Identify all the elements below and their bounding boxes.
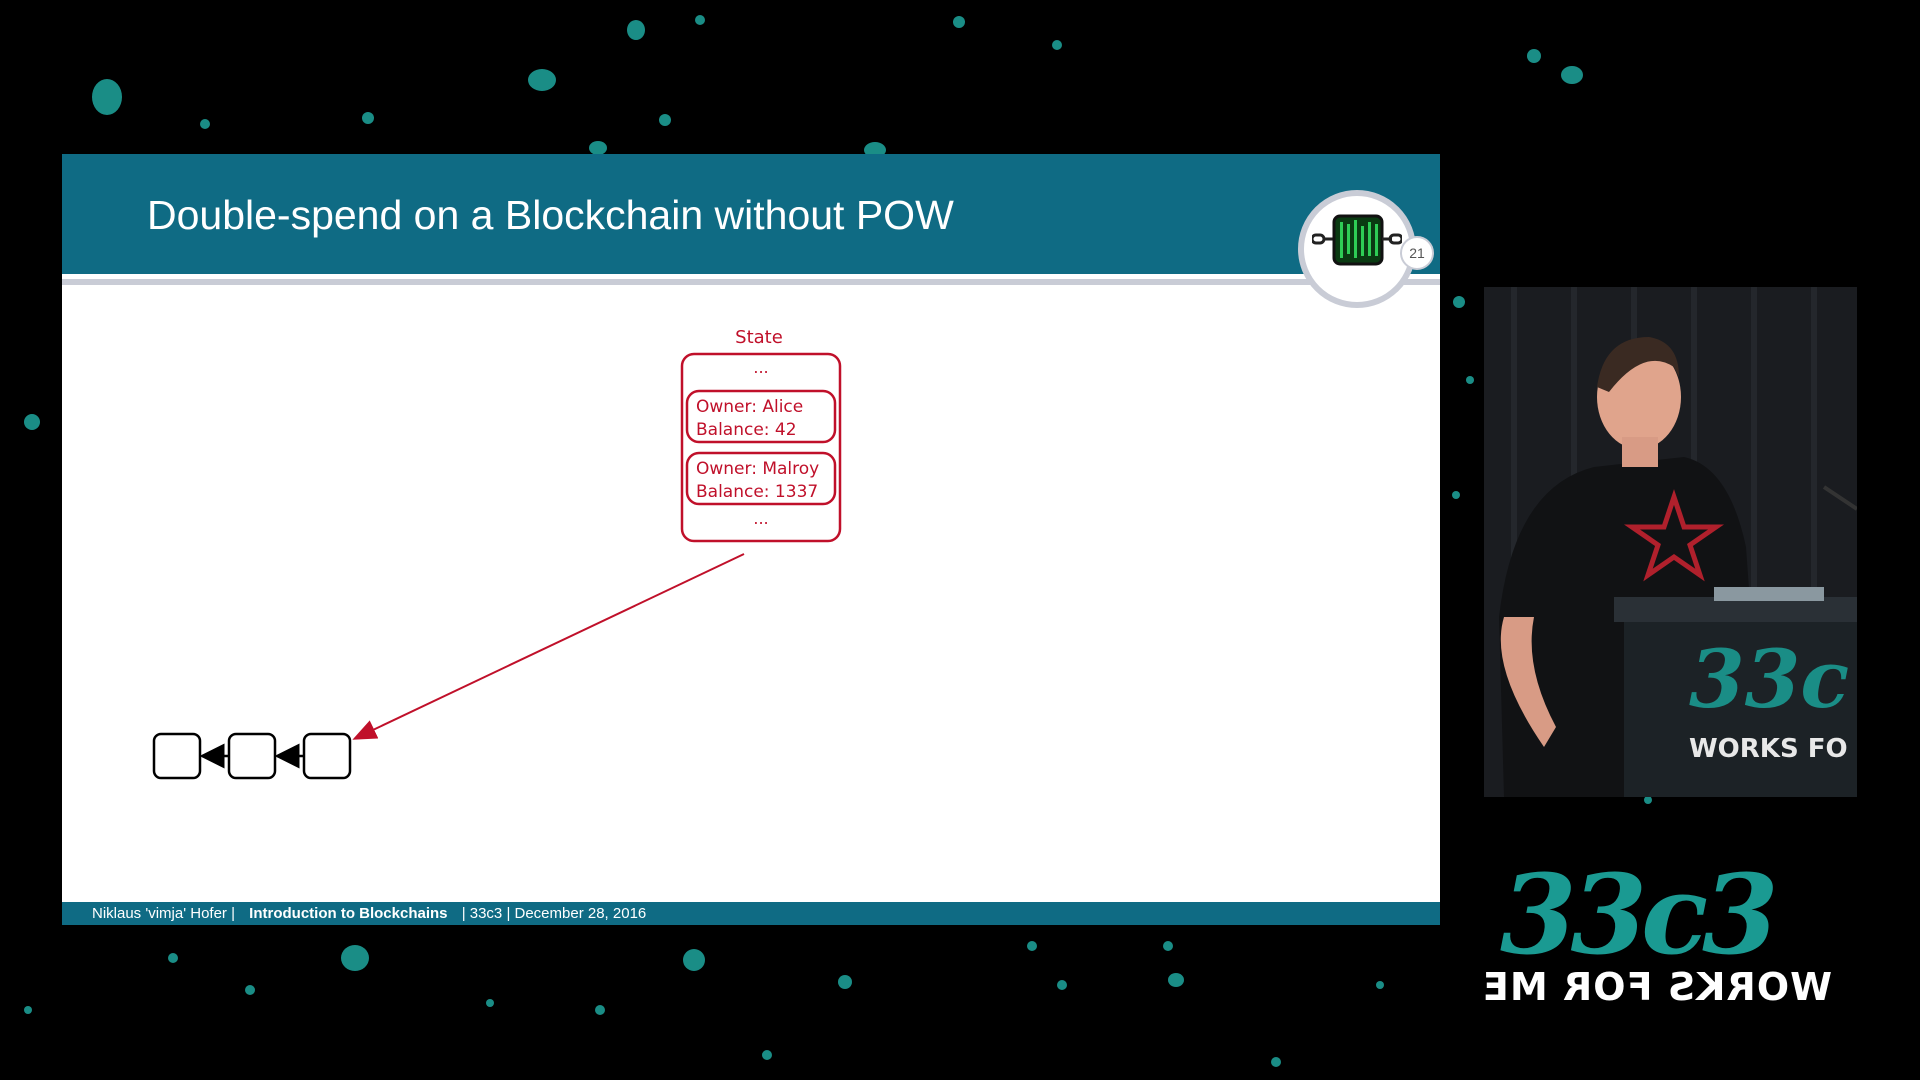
svg-text:WORKS FO: WORKS FO	[1689, 734, 1848, 764]
slide-footer: Niklaus 'vimja' Hofer | Introduction to …	[62, 902, 1440, 925]
event-logo-tagline: WORKS FOR ME	[1481, 965, 1832, 1009]
state-container	[680, 352, 842, 543]
svg-text:33c: 33c	[1689, 632, 1849, 726]
record-balance: Balance: 1337	[696, 482, 818, 502]
slide-header: Double-spend on a Blockchain without POW	[62, 154, 1440, 274]
block-2	[227, 732, 277, 780]
state-ellipsis-top: ...	[753, 358, 768, 377]
speaker-image: 33c WORKS FO	[1484, 287, 1857, 797]
chained-block-icon	[1312, 214, 1402, 266]
speaker-video-feed: 33c WORKS FO	[1484, 287, 1857, 797]
state-label: State	[735, 327, 783, 348]
state-record: Owner: Malroy Balance: 1337	[685, 451, 837, 506]
state-diagram: State ... Owner: Alice Balance: 42 Owner…	[152, 327, 842, 780]
footer-author: Niklaus 'vimja' Hofer |	[92, 905, 235, 922]
block-1	[152, 732, 202, 780]
record-balance: Balance: 42	[696, 420, 797, 440]
star-logo-icon	[1623, 489, 1725, 582]
record-owner: Owner: Alice	[696, 397, 803, 417]
slide-number-badge: 21	[1400, 236, 1434, 270]
state-to-block-arrow	[352, 553, 745, 740]
record-owner: Owner: Malroy	[696, 459, 819, 479]
footer-event-date: | 33c3 | December 28, 2016	[461, 905, 647, 922]
footer-talk-title: Introduction to Blockchains	[249, 905, 448, 922]
state-ellipsis-bottom: ...	[753, 509, 768, 528]
slide-title: Double-spend on a Blockchain without POW	[147, 192, 954, 238]
block-3	[302, 732, 352, 780]
presentation-slide: Double-spend on a Blockchain without POW…	[62, 154, 1440, 925]
header-divider	[62, 279, 1440, 285]
event-logo-text: 33c3	[1500, 850, 1779, 979]
event-logo: 33c3 WORKS FOR ME	[1481, 850, 1840, 1020]
state-record: Owner: Alice Balance: 42	[685, 389, 837, 444]
